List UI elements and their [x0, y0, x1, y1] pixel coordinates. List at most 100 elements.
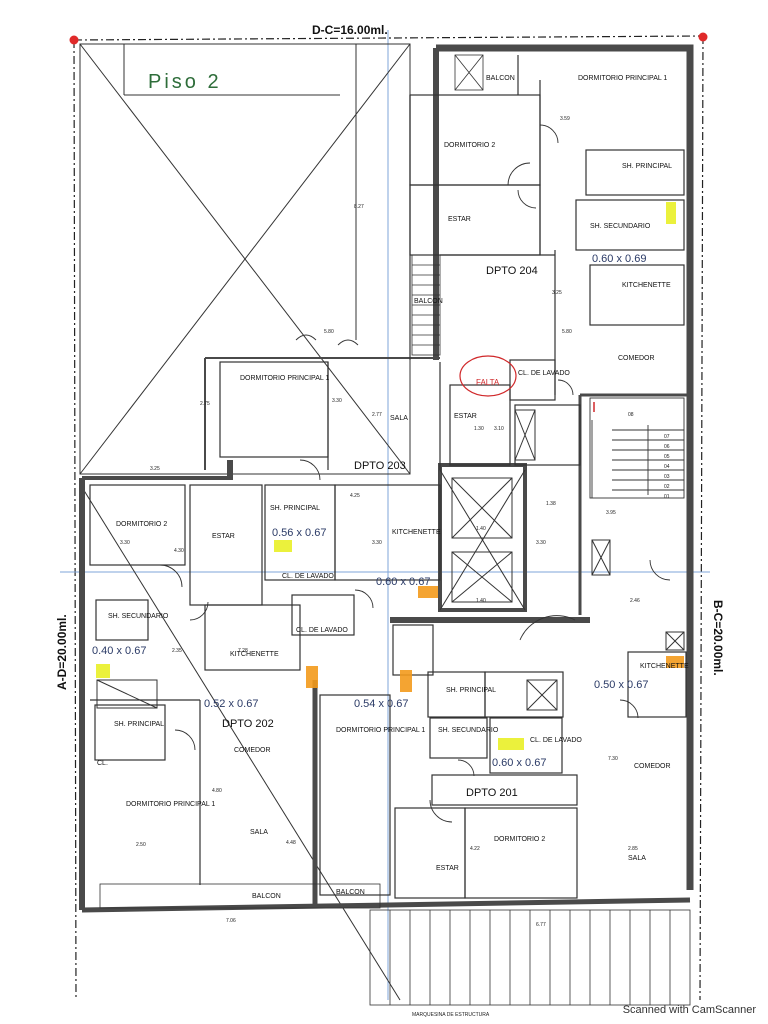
room-label: CL.	[97, 760, 108, 767]
dimension: 3.10	[494, 426, 504, 432]
dimension: 3.95	[606, 510, 616, 516]
dimension: 3.30	[536, 540, 546, 546]
door-swings	[159, 124, 671, 823]
room-label: SALA	[250, 829, 268, 836]
unit-label-201: DPTO 201	[466, 787, 518, 799]
dimension: 8.27	[354, 204, 364, 210]
dimension: 1.38	[546, 501, 556, 507]
room-label: DORMITORIO PRINCIPAL 1	[336, 727, 425, 734]
room-label: KITCHENETTE	[392, 529, 441, 536]
room-label: ESTAR	[436, 865, 459, 872]
room-label: ESTAR	[212, 533, 235, 540]
dimension: 2.46	[630, 598, 640, 604]
dimension: 3.30	[120, 540, 130, 546]
dimension: 4.48	[286, 840, 296, 846]
dimension: 3.25	[552, 290, 562, 296]
dimension: 1.30	[474, 426, 484, 432]
room-label: SH. PRINCIPAL	[114, 721, 164, 728]
room-label: COMEDOR	[618, 355, 655, 362]
annotation: 0.60 x 0.69	[592, 253, 646, 265]
dimension: 7.06	[226, 918, 236, 924]
unit-label-202: DPTO 202	[222, 718, 274, 730]
stair-step: 07	[664, 434, 670, 440]
room-label: DORMITORIO 2	[116, 521, 167, 528]
annotation: 0.40 x 0.67	[92, 645, 146, 657]
room-label: CL. DE LAVADO	[282, 573, 334, 580]
dimensions: 3.59 8.27 3.25 5.80 5.80 2.75 3.30 2.77 …	[120, 116, 640, 928]
stair-step: 03	[664, 474, 670, 480]
dimension: 4.80	[212, 788, 222, 794]
room-label: BALCON	[486, 75, 515, 82]
plan-title: D-C=16.00ml.	[312, 23, 388, 37]
highlights	[96, 202, 684, 750]
dimension: 2.85	[628, 846, 638, 852]
room-label: BALCON	[414, 298, 443, 305]
dimension: 2.35	[172, 648, 182, 654]
side-label-right: B-C=20.00ml.	[711, 600, 725, 676]
dimension: 5.80	[324, 329, 334, 335]
room-label: KITCHENETTE	[230, 651, 279, 658]
room-label: DORMITORIO PRINCIPAL 1	[126, 801, 215, 808]
void-area	[79, 43, 411, 1001]
stair-number: 08	[628, 412, 634, 418]
annotation: 0.56 x 0.67	[272, 527, 326, 539]
highlight-orange-1	[418, 586, 438, 598]
elevator-shafts	[96, 409, 685, 711]
dimension: 2.50	[136, 842, 146, 848]
highlight-yellow-1	[666, 202, 676, 224]
room-label: DORMITORIO 2	[494, 836, 545, 843]
room-label: KITCHENETTE	[640, 663, 689, 670]
partitions	[89, 55, 687, 899]
room-label: DORMITORIO 2	[444, 142, 495, 149]
room-label: DORMITORIO PRINCIPAL 1	[578, 75, 667, 82]
room-label: ESTAR	[448, 216, 471, 223]
dimension: 5.80	[562, 329, 572, 335]
dimension: 2.77	[372, 412, 382, 418]
dimension: 7.30	[608, 756, 618, 762]
dimension: 7.28	[238, 648, 248, 654]
room-label: BALCON	[252, 893, 281, 900]
stair	[589, 397, 685, 499]
room-label: SALA	[628, 855, 646, 862]
room-label: ESTAR	[454, 413, 477, 420]
highlight-yellow-4	[498, 738, 524, 750]
dimension: 2.75	[200, 401, 210, 407]
room-label: SH. SECUNDARIO	[438, 727, 499, 734]
annotation: 0.60 x 0.67	[376, 576, 430, 588]
room-label: BALCON	[336, 889, 365, 896]
room-label: CL. DE LAVADO	[530, 737, 582, 744]
room-label: SALA	[390, 415, 408, 422]
dimension: 3.30	[372, 540, 382, 546]
floor-handwritten-title: Piso 2	[148, 71, 222, 93]
annotation: 0.60 x 0.67	[492, 757, 546, 769]
room-label: SH. PRINCIPAL	[622, 163, 672, 170]
highlight-yellow-2	[274, 540, 292, 552]
dimension: 4.30	[174, 548, 184, 554]
stair-step: 05	[664, 454, 670, 460]
annotation: 0.54 x 0.67	[354, 698, 408, 710]
highlight-orange-4	[666, 656, 684, 668]
highlight-yellow-3	[96, 664, 110, 678]
room-label: SH. SECUNDARIO	[590, 223, 651, 230]
room-label: COMEDOR	[234, 747, 271, 754]
annotation-falta: FALTA	[476, 378, 500, 387]
dimension: 3.59	[560, 116, 570, 122]
room-label-line: DORMITORIO PRINCIPAL 1	[578, 75, 667, 82]
highlight-orange-2	[306, 666, 318, 688]
dimension: 6.77	[536, 922, 546, 928]
stair-step: 04	[664, 464, 670, 470]
dimension: 3.30	[332, 398, 342, 404]
room-label: KITCHENETTE	[622, 282, 671, 289]
walls	[79, 44, 694, 913]
grid-lines	[60, 30, 710, 1000]
balconies	[99, 54, 691, 1006]
room-label: SH. SECUNDARIO	[108, 613, 169, 620]
corner-marker-right	[698, 32, 708, 42]
annotation: 0.50 x 0.67	[594, 679, 648, 691]
dimension: 4.22	[470, 846, 480, 852]
marquesina-label: MARQUESINA DE ESTRUCTURA	[412, 1012, 490, 1018]
scanner-watermark: Scanned with CamScanner	[622, 1004, 756, 1016]
highlight-orange-3	[400, 670, 412, 692]
handwritten-annotations: 0.60 x 0.69 0.56 x 0.67 0.60 x 0.67 0.40…	[92, 253, 648, 1018]
